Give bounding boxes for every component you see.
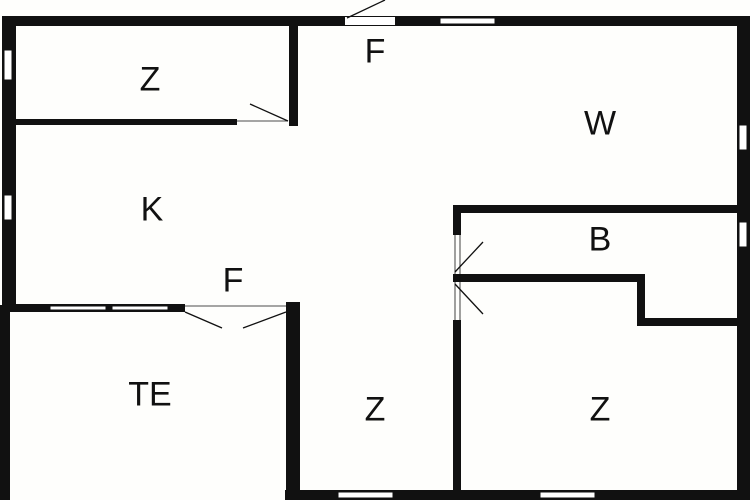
door-te-right — [242, 311, 287, 329]
door-entrance-swing — [346, 0, 386, 19]
wall-z-bottom — [15, 119, 237, 125]
room-label-z-center: Z — [364, 390, 386, 429]
room-label-f-mid: F — [222, 261, 244, 300]
room-label-w: W — [583, 104, 617, 143]
window — [111, 305, 169, 311]
window — [738, 124, 748, 151]
wall-bottom — [285, 490, 750, 500]
room-label-b: B — [588, 220, 612, 259]
wall-te-right — [286, 302, 300, 500]
window — [3, 49, 13, 81]
window — [738, 221, 748, 248]
wall-mid-v-bottom — [453, 320, 461, 500]
wall-z-right — [289, 26, 298, 126]
window — [439, 17, 496, 25]
door-z — [249, 103, 289, 122]
room-label-z-right: Z — [589, 390, 611, 429]
wall-b-step — [637, 274, 645, 326]
window — [337, 491, 394, 499]
wall-mid-v-top — [453, 205, 461, 235]
wall-b-bottom — [453, 274, 645, 282]
wall-left — [2, 16, 16, 312]
window — [539, 491, 596, 499]
door-te-left — [184, 311, 223, 329]
window — [3, 194, 13, 221]
wall-right — [737, 16, 750, 500]
window — [49, 305, 107, 311]
room-label-z-top-left: Z — [139, 60, 161, 99]
room-label-te: TE — [128, 375, 172, 414]
room-label-k: K — [140, 190, 164, 229]
wall-b-top — [453, 205, 743, 213]
wall-left-te — [0, 305, 10, 500]
wall-b-bottom-right — [637, 318, 743, 326]
room-label-f-top: F — [364, 32, 386, 71]
door-entrance — [345, 17, 395, 25]
